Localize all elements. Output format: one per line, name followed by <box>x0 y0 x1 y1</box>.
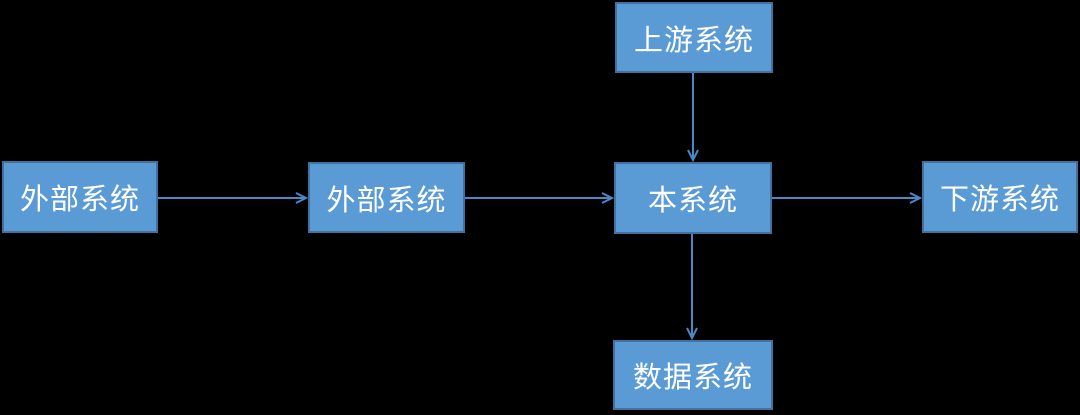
node-upstream-system: 上游系统 <box>615 2 773 73</box>
node-label: 下游系统 <box>939 184 1060 216</box>
node-data-system: 数据系统 <box>613 340 773 410</box>
node-main-system: 本系统 <box>614 162 772 234</box>
node-external-system-1: 外部系统 <box>2 161 158 233</box>
node-label: 本系统 <box>647 185 738 217</box>
node-label: 外部系统 <box>19 184 140 216</box>
node-label: 上游系统 <box>633 24 754 57</box>
node-label: 外部系统 <box>326 184 447 217</box>
node-label: 数据系统 <box>632 362 753 394</box>
node-downstream-system: 下游系统 <box>922 161 1078 233</box>
node-external-system-2: 外部系统 <box>308 162 465 233</box>
